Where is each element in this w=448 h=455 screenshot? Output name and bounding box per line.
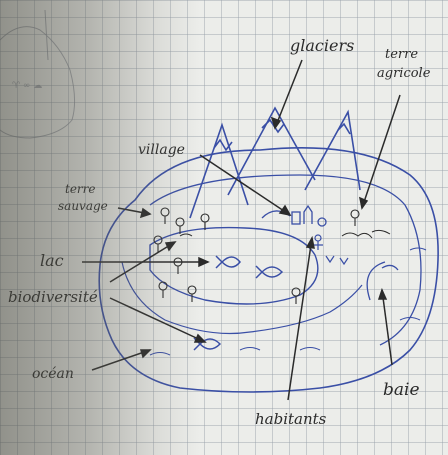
label-village: village (138, 142, 185, 158)
label-terre-sauvage-line2: sauvage (58, 199, 108, 213)
lake (149, 226, 319, 305)
label-ocean: océan (32, 366, 74, 382)
label-glaciers: glaciers (290, 36, 355, 55)
village (261, 204, 327, 227)
faint-previous-sketch: ♈ ∞ ☁ (0, 9, 76, 139)
label-terre-agricole-line2: agricole (377, 66, 431, 81)
label-lac: lac (40, 251, 64, 270)
label-habitants: habitants (255, 410, 327, 428)
inhabitants (313, 234, 349, 266)
coastline-inner-2 (121, 261, 363, 335)
svg-text:♈ ∞ ☁: ♈ ∞ ☁ (12, 81, 42, 91)
trees (153, 207, 360, 304)
waves (149, 247, 427, 356)
label-baie: baie (383, 380, 420, 400)
bay-marker (381, 264, 399, 271)
coastline-inner (149, 174, 422, 346)
label-terre-agricole-line1: terre (385, 47, 419, 62)
label-terre-sauvage-line1: terre (65, 182, 96, 196)
label-biodiversite: biodiversité (8, 288, 98, 306)
